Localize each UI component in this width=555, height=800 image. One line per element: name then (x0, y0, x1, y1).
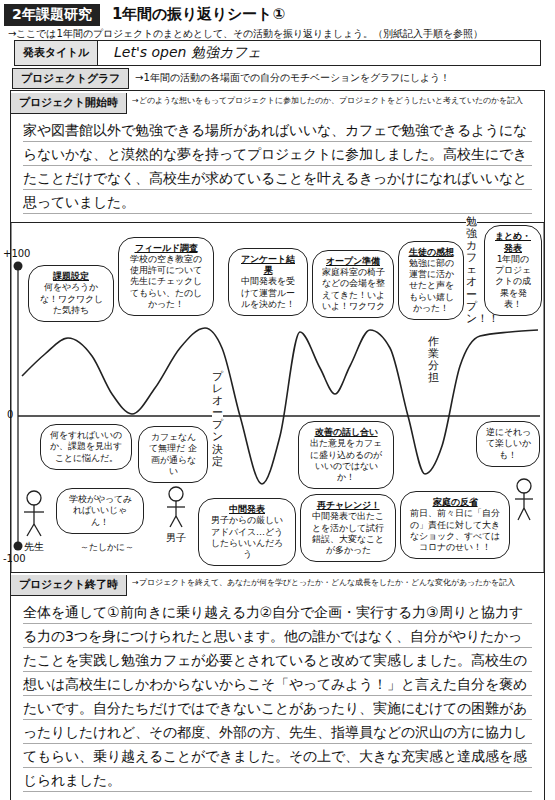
heading-text: 課題設定 (37, 271, 105, 282)
heading-text: アンケート結果 (237, 254, 299, 277)
body-text: 前日、前々日に「自分の」責任に対して大きなショック、すべてはコロナのせい！！ (409, 508, 501, 553)
heading-text: プロジェクト開始時 (11, 93, 127, 114)
sheet-title: 1年間の振り返りシート① (112, 5, 285, 24)
body-text: 出た意見をカフェに盛り込めるのがいいのではないか！ (307, 438, 385, 483)
heading-text: まとめ・発表 (493, 231, 533, 254)
axis-value: 0 (7, 409, 13, 420)
heading-text: 改善の話し合い (307, 427, 385, 438)
instruction-text: →1年間の活動の各場面での自分のモチベーションをグラフにしよう！ (135, 71, 450, 85)
body-text: 家や図書館以外で勉強できる場所があればいいな、カフェで勉強できるようにならないか… (23, 118, 532, 214)
instruction-text: →どのような想いをもってプロジェクトに参加したのか、プロジェクトをどうしたいと考… (132, 95, 540, 106)
title-box: 発表タイトルLet's open 勉強カフェ (14, 40, 541, 66)
body-text: 何をやろうかな！ワクワクした気持ち (37, 282, 105, 316)
body-text: 学校の空き教室の使用許可について先生にチェックしてもらい、たのしかった！ (127, 254, 205, 310)
instruction-text: →プロジェクトを終えて、あなたが何を学びとったか・どんな成長をしたか・どんな変化… (132, 577, 540, 588)
body-text: 何をすればいいのか、課題を見出すことに悩んだ。 (49, 430, 123, 464)
body-text: 逆にそれって楽しいかも！ (485, 427, 531, 461)
speech-bubble: 改善の話し合い出た意見をカフェに盛り込めるのがいいのではないか！ (298, 421, 394, 489)
vertical-note: プレオープン決定 (212, 371, 223, 468)
body-text: 勉強に部の運営に活かせたと声をもらい嬉しかった！ (407, 258, 455, 314)
speech-bubble: 中間発表男子からの厳しいアドバイス…どうしたらいいんだろう (198, 498, 296, 566)
heading-text: プロジェクト終了時 (11, 575, 127, 596)
body-text: 学校がやってみればいいじゃん！ (65, 494, 135, 528)
figure-label: 先生 (24, 540, 44, 554)
figure-label: 男子 (166, 531, 186, 545)
graph-frame (11, 223, 545, 572)
speech-bubble: 生徒の感想勉強に部の運営に活かせたと声をもらい嬉しかった！ (398, 241, 464, 321)
speech-bubble: 家庭の反省前日、前々日に「自分の」責任に対して大きなショック、すべてはコロナのせ… (400, 491, 510, 559)
body-text: 中間発表を受けて運営ルールを決めた！ (237, 276, 299, 310)
stick-figure (515, 479, 533, 520)
heading-text: 中間発表 (207, 504, 287, 515)
body-text: 家庭科室の椅子などの会場を整えてきた！いよいよ！ワクワク (321, 267, 385, 312)
body-text: カフェなんて無理だ 企画が通らない (147, 432, 199, 477)
instruction-text: →ここでは1年間のプロジェクトのまとめとして、その活動を振り返りましょう。（別紙… (8, 27, 483, 41)
title-text: Let's open 勉強カフェ (98, 41, 277, 65)
speech-bubble: 学校がやってみればいいじゃん！ (56, 488, 144, 534)
heading-text: フィールド調査 (127, 243, 205, 254)
axis-value: -100 (3, 553, 26, 564)
motivation-curve (22, 328, 538, 484)
body-text: 全体を通して①前向きに乗り越える力②自分で企画・実行する力③周りと協力する力の3… (23, 600, 532, 792)
label-text: 2年課題研究 (12, 6, 92, 24)
body-text: 中間発表で出たことを活かして試行錯誤、大変なことが多かった (309, 511, 387, 556)
speech-text: ～たしかに～ (80, 541, 134, 554)
vertical-note: 作業分担 (428, 336, 439, 384)
speech-bubble: 再チャレンジ！中間発表で出たことを活かして試行錯誤、大変なことが多かった (300, 494, 396, 562)
body-text: 1年間のプロジェクトの成果を発表！ (493, 254, 533, 310)
text-panel: プロジェクト終了時全体を通して①前向きに乗り越える力②自分で企画・実行する力③周… (10, 572, 545, 800)
stick-figure (24, 491, 44, 536)
speech-bubble: 逆にそれって楽しいかも！ (476, 421, 540, 467)
axis-value: +100 (3, 248, 30, 259)
header-box: 2年課題研究 (4, 4, 100, 26)
stick-figure (167, 487, 185, 527)
heading-text: 再チャレンジ！ (309, 500, 387, 511)
speech-bubble: まとめ・発表1年間のプロジェクトの成果を発表！ (484, 225, 542, 316)
speech-bubble: オープン準備家庭科室の椅子などの会場を整えてきた！いよいよ！ワクワク (312, 250, 394, 318)
label-text: プロジェクトグラフ (21, 71, 120, 86)
heading-text: 生徒の感想 (407, 247, 455, 258)
body-text: 男子からの厳しいアドバイス…どうしたらいいんだろう (207, 515, 287, 560)
section-label: プロジェクトグラフ (12, 68, 129, 89)
speech-bubble: 課題設定何をやろうかな！ワクワクした気持ち (28, 265, 114, 322)
speech-bubble: フィールド調査学校の空き教室の使用許可について先生にチェックしてもらい、たのしか… (118, 237, 214, 317)
speech-bubble: 何をすればいいのか、課題を見出すことに悩んだ。 (40, 424, 132, 470)
speech-bubble: カフェなんて無理だ 企画が通らない (138, 426, 208, 483)
heading-text: 発表タイトル (15, 41, 98, 65)
vertical-note: 勉強カフェオープン！！ (466, 216, 477, 325)
speech-bubble: アンケート結果中間発表を受けて運営ルールを決めた！ (228, 248, 308, 316)
heading-text: オープン準備 (321, 256, 385, 267)
heading-text: 家庭の反省 (409, 497, 501, 508)
text-panel: プロジェクト開始時家や図書館以外で勉強できる場所があればいいな、カフェで勉強でき… (10, 90, 545, 223)
